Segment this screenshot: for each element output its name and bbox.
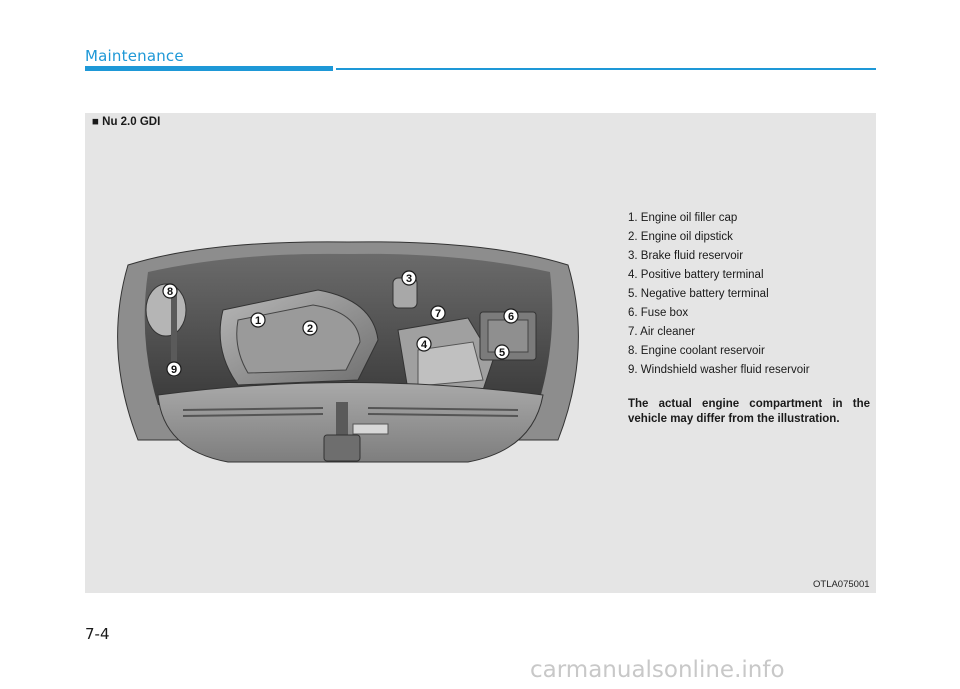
- svg-text:9: 9: [171, 364, 177, 376]
- legend-item: 8. Engine coolant reservoir: [628, 345, 765, 357]
- svg-text:5: 5: [499, 347, 505, 359]
- svg-text:2: 2: [307, 323, 313, 335]
- engine-compartment-illustration: 1 2 3 4 5 6 7 8 9: [117, 241, 579, 463]
- legend-item: 9. Windshield washer fluid reservoir: [628, 364, 810, 376]
- image-code: OTLA075001: [813, 579, 870, 590]
- legend-item: 2. Engine oil dipstick: [628, 231, 733, 243]
- component-legend: 1. Engine oil filler cap 2. Engine oil d…: [628, 209, 810, 380]
- header-rule: [336, 68, 876, 70]
- svg-text:7: 7: [435, 308, 441, 320]
- legend-item: 7. Air cleaner: [628, 326, 696, 338]
- section-title: Maintenance: [85, 47, 184, 65]
- callout-5: 5: [494, 344, 510, 360]
- callout-3: 3: [401, 270, 417, 286]
- legend-item: 3. Brake fluid reservoir: [628, 250, 744, 262]
- callout-7: 7: [430, 305, 446, 321]
- callout-4: 4: [416, 336, 432, 352]
- legend-item: 4. Positive battery terminal: [628, 269, 764, 281]
- legend-item: 6. Fuse box: [628, 307, 689, 319]
- svg-text:1: 1: [255, 315, 261, 327]
- legend-item: 1. Engine oil filler cap: [628, 212, 738, 224]
- callout-9: 9: [166, 361, 182, 377]
- illustration-disclaimer: The actual engine compartment in the veh…: [628, 398, 870, 425]
- engine-variant-label: ■ Nu 2.0 GDI: [92, 116, 161, 128]
- legend-item: 5. Negative battery terminal: [628, 288, 769, 300]
- callout-2: 2: [302, 320, 318, 336]
- callout-6: 6: [503, 308, 519, 324]
- header-rule-accent: [85, 66, 333, 71]
- page-number: 7-4: [85, 625, 110, 643]
- svg-text:3: 3: [406, 273, 412, 285]
- svg-text:8: 8: [167, 286, 173, 298]
- svg-text:6: 6: [508, 311, 514, 323]
- watermark: carmanualsonline.info: [530, 657, 785, 683]
- svg-text:4: 4: [421, 339, 428, 351]
- callout-8: 8: [162, 283, 178, 299]
- callout-1: 1: [250, 312, 266, 328]
